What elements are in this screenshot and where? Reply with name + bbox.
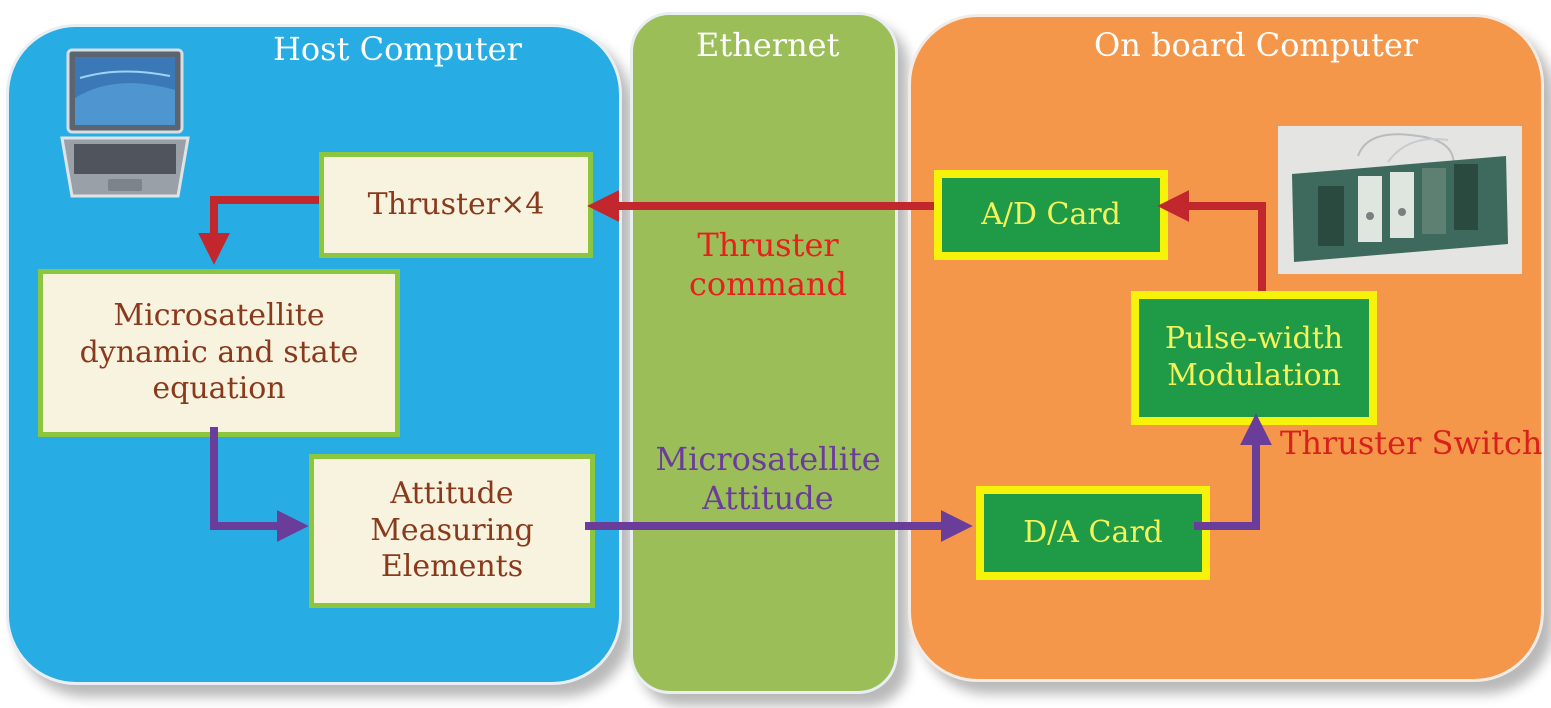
dynamics-to-attitude-arrow bbox=[210, 427, 309, 542]
laptop-image bbox=[60, 48, 190, 198]
thruster-to-dynamics-arrow bbox=[198, 196, 319, 265]
dynamics-box: Microsatellite dynamic and state equatio… bbox=[38, 269, 400, 437]
da-card-box: D/A Card bbox=[976, 486, 1210, 580]
pwm-box: Pulse-width Modulation bbox=[1131, 291, 1377, 425]
thruster-box: Thruster×4 bbox=[319, 152, 593, 258]
microsatellite-attitude-label: Microsatellite Attitude bbox=[655, 440, 881, 518]
thruster-switch-arrow bbox=[1194, 413, 1272, 530]
device-image bbox=[1278, 126, 1522, 274]
onboard-computer-title: On board Computer bbox=[1094, 26, 1419, 64]
ethernet-panel bbox=[630, 12, 898, 694]
ad-card-box: A/D Card bbox=[934, 170, 1168, 260]
host-computer-title: Host Computer bbox=[273, 30, 522, 68]
pwm-to-ad-arrow bbox=[1157, 190, 1266, 291]
thruster-command-label: Thruster command bbox=[688, 226, 848, 304]
thruster-switch-label: Thruster Switch bbox=[1280, 424, 1543, 462]
attitude-measuring-box: Attitude Measuring Elements bbox=[309, 454, 595, 608]
ethernet-title: Ethernet bbox=[696, 26, 840, 64]
